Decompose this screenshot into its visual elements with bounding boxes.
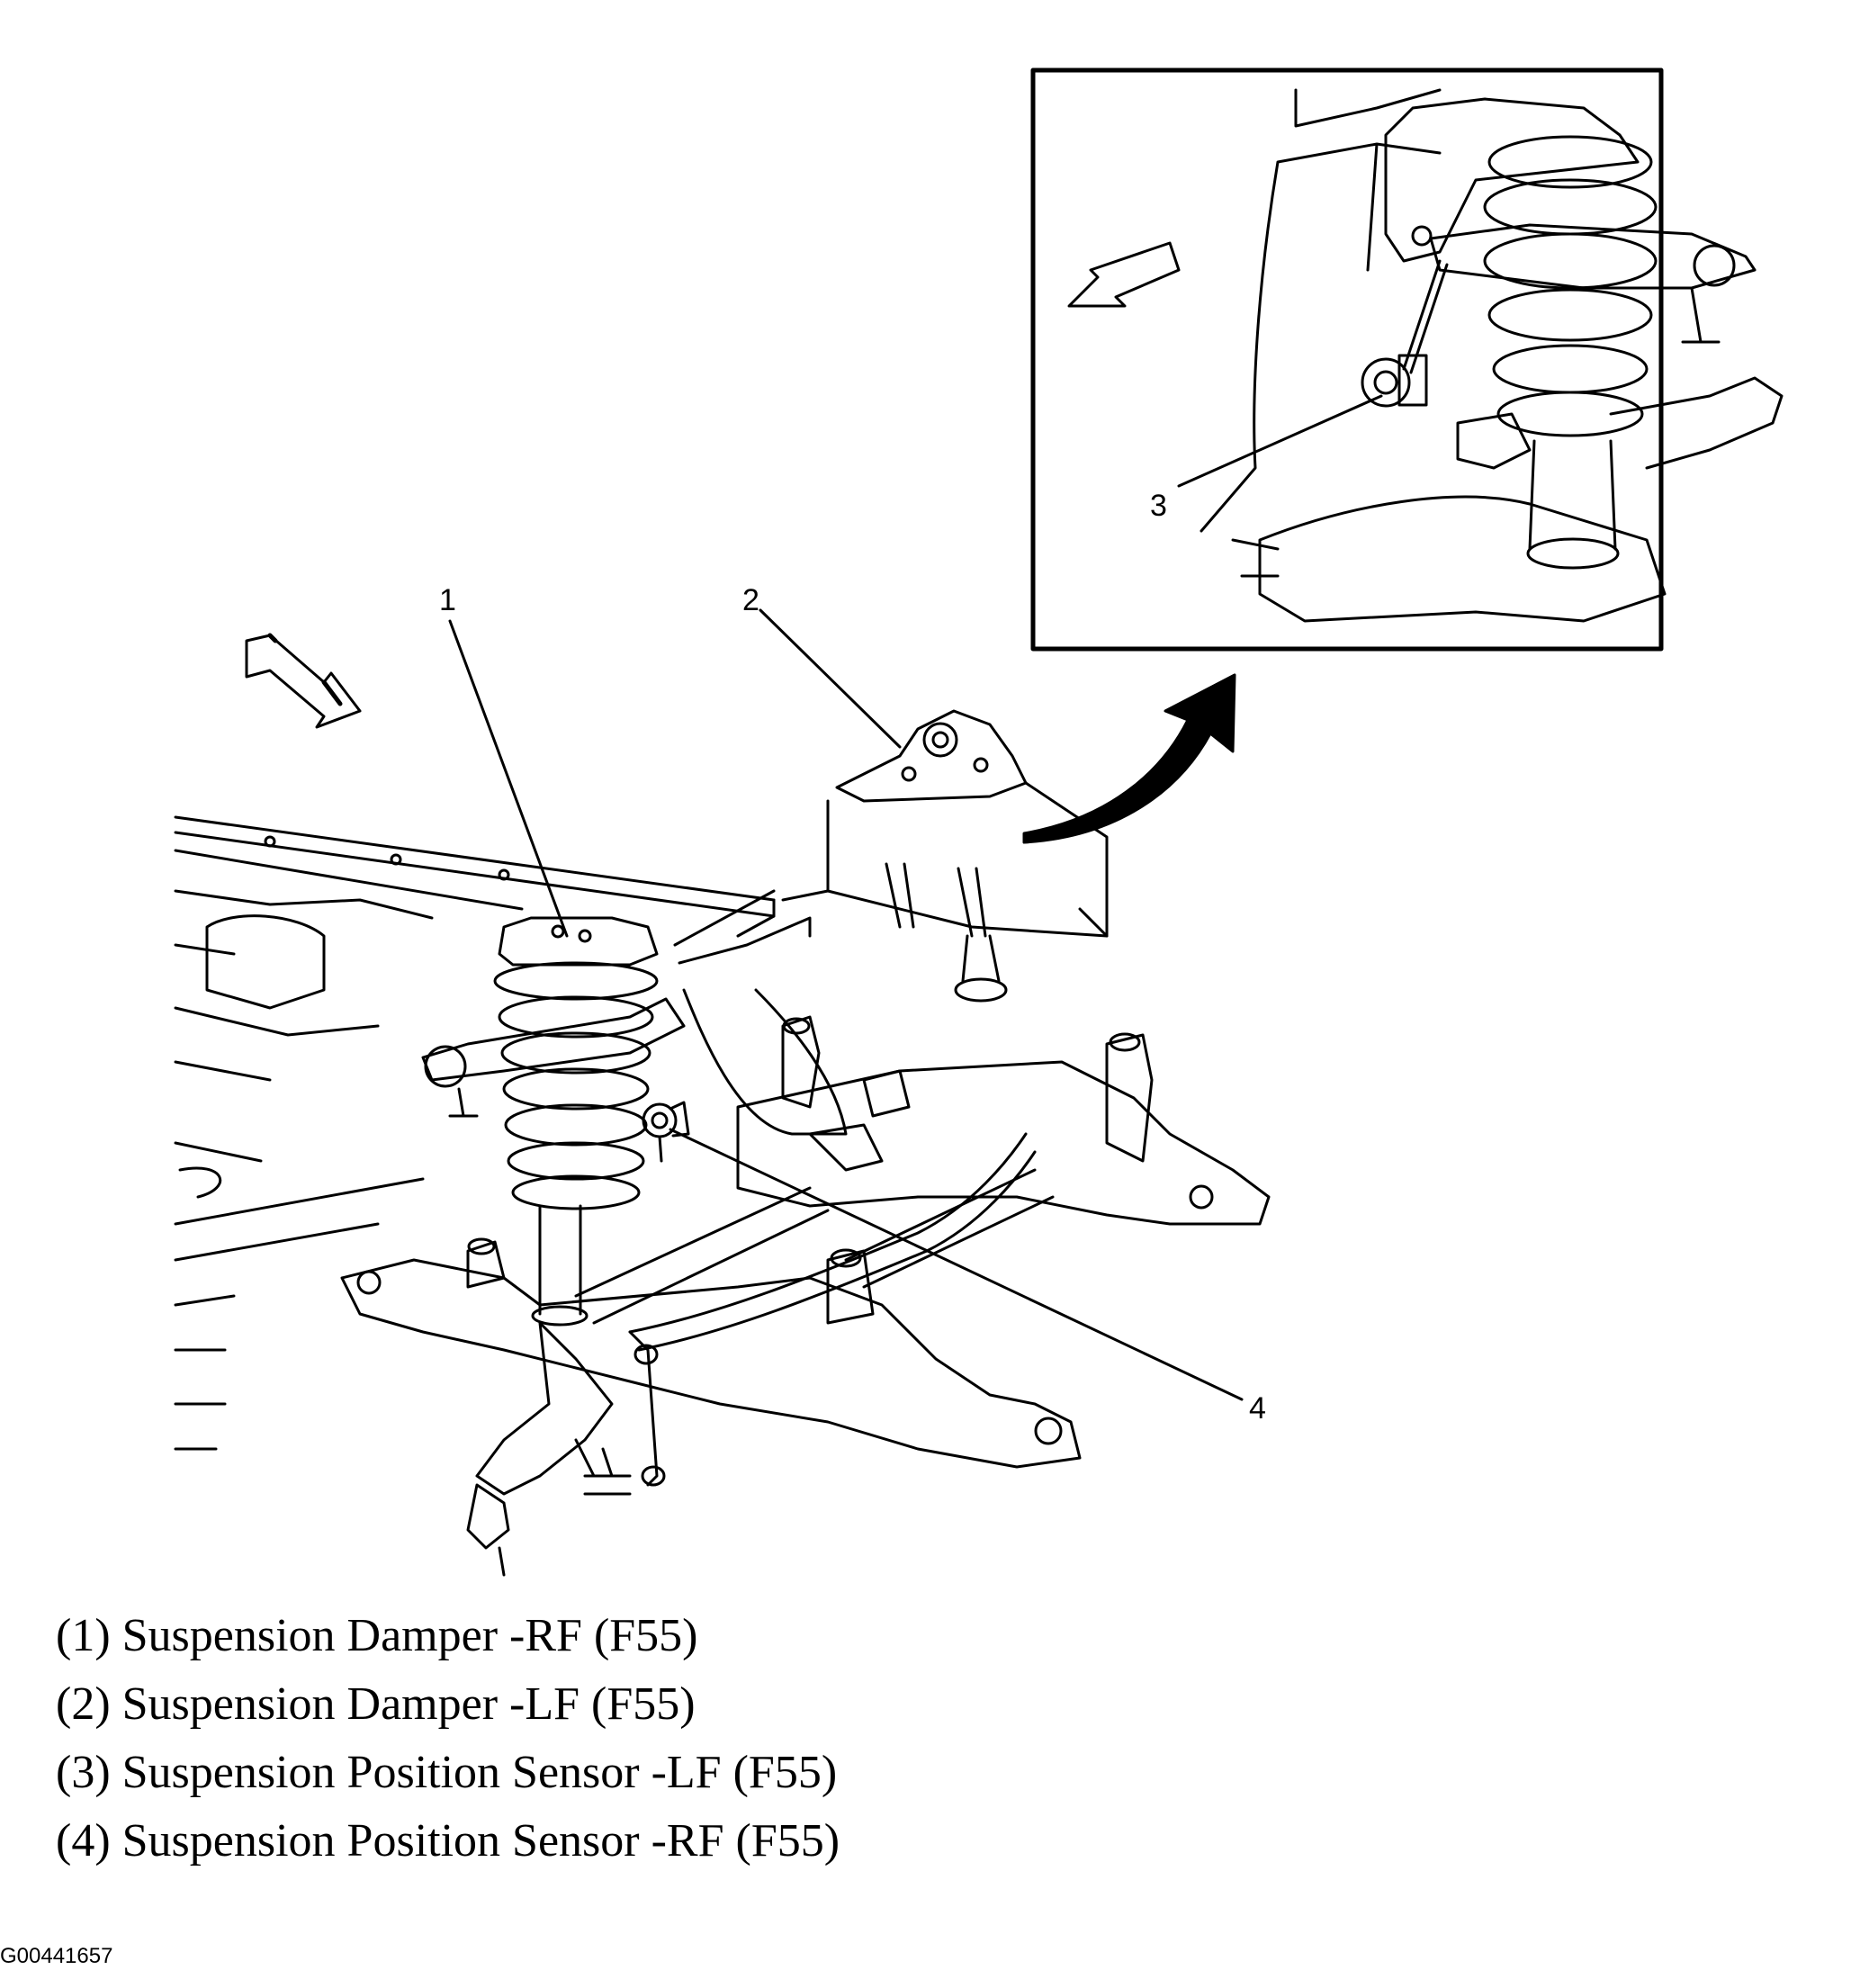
legend-item-4: (4) Suspension Position Sensor -RF (F55)	[56, 1815, 840, 1867]
rf-lower-control-arm	[466, 1321, 666, 1577]
leader-line-3	[1177, 394, 1383, 488]
inset-frame	[1030, 67, 1664, 652]
suspension-diagram	[174, 67, 1784, 1577]
figure-id: G00441657	[0, 1944, 113, 1968]
callout-1: 1	[439, 583, 456, 617]
leader-line-2	[759, 608, 902, 749]
subframe	[340, 1015, 1271, 1469]
leader-line-4	[669, 1128, 1244, 1401]
inset-detail	[1030, 67, 1784, 652]
legend: (1) Suspension Damper -RF (F55) (2) Susp…	[56, 1602, 1316, 1876]
rf-damper	[493, 916, 659, 1327]
inset-direction-arrow-icon	[1067, 241, 1181, 308]
inset-upper-control-arm	[1429, 223, 1757, 290]
inset-position-sensor	[1361, 259, 1449, 408]
legend-item-3: (3) Suspension Position Sensor -LF (F55)	[56, 1747, 838, 1798]
inset-coil-spring	[1483, 135, 1658, 570]
leader-line-1	[448, 619, 569, 938]
callout-2: 2	[742, 583, 759, 617]
frame-rail	[174, 815, 776, 1451]
legend-item-2: (2) Suspension Damper -LF (F55)	[56, 1678, 696, 1730]
main-direction-arrow-icon	[245, 634, 362, 729]
callout-3: 3	[1150, 489, 1167, 523]
callout-4: 4	[1249, 1391, 1266, 1426]
lf-damper-tower	[781, 709, 1109, 1003]
detail-curved-arrow-icon	[1022, 673, 1236, 844]
rf-position-sensor	[642, 1101, 690, 1163]
legend-item-1: (1) Suspension Damper -RF (F55)	[56, 1610, 698, 1661]
